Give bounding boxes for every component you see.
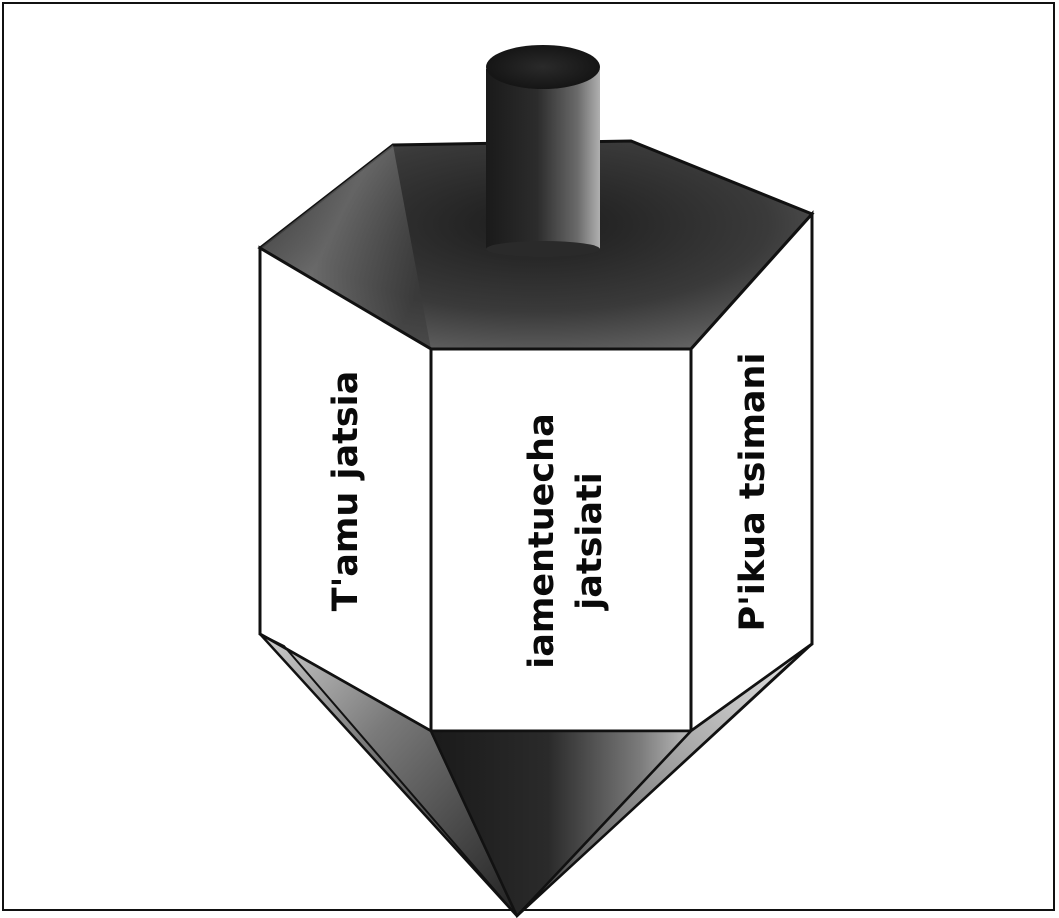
spinning-top-diagram: T'amu jatsia iamentuecha jatsiati P'ikua…	[257, 45, 815, 918]
center-face-label-line2: jatsiati	[570, 472, 610, 612]
right-face-label: P'ikua tsimani	[733, 353, 773, 632]
center-face-label-line1: iamentuecha	[522, 413, 562, 668]
left-face-label: T'amu jatsia	[326, 371, 366, 612]
top-left-bevel	[260, 145, 431, 349]
peg-handle	[486, 45, 600, 257]
peg-top	[486, 45, 600, 89]
